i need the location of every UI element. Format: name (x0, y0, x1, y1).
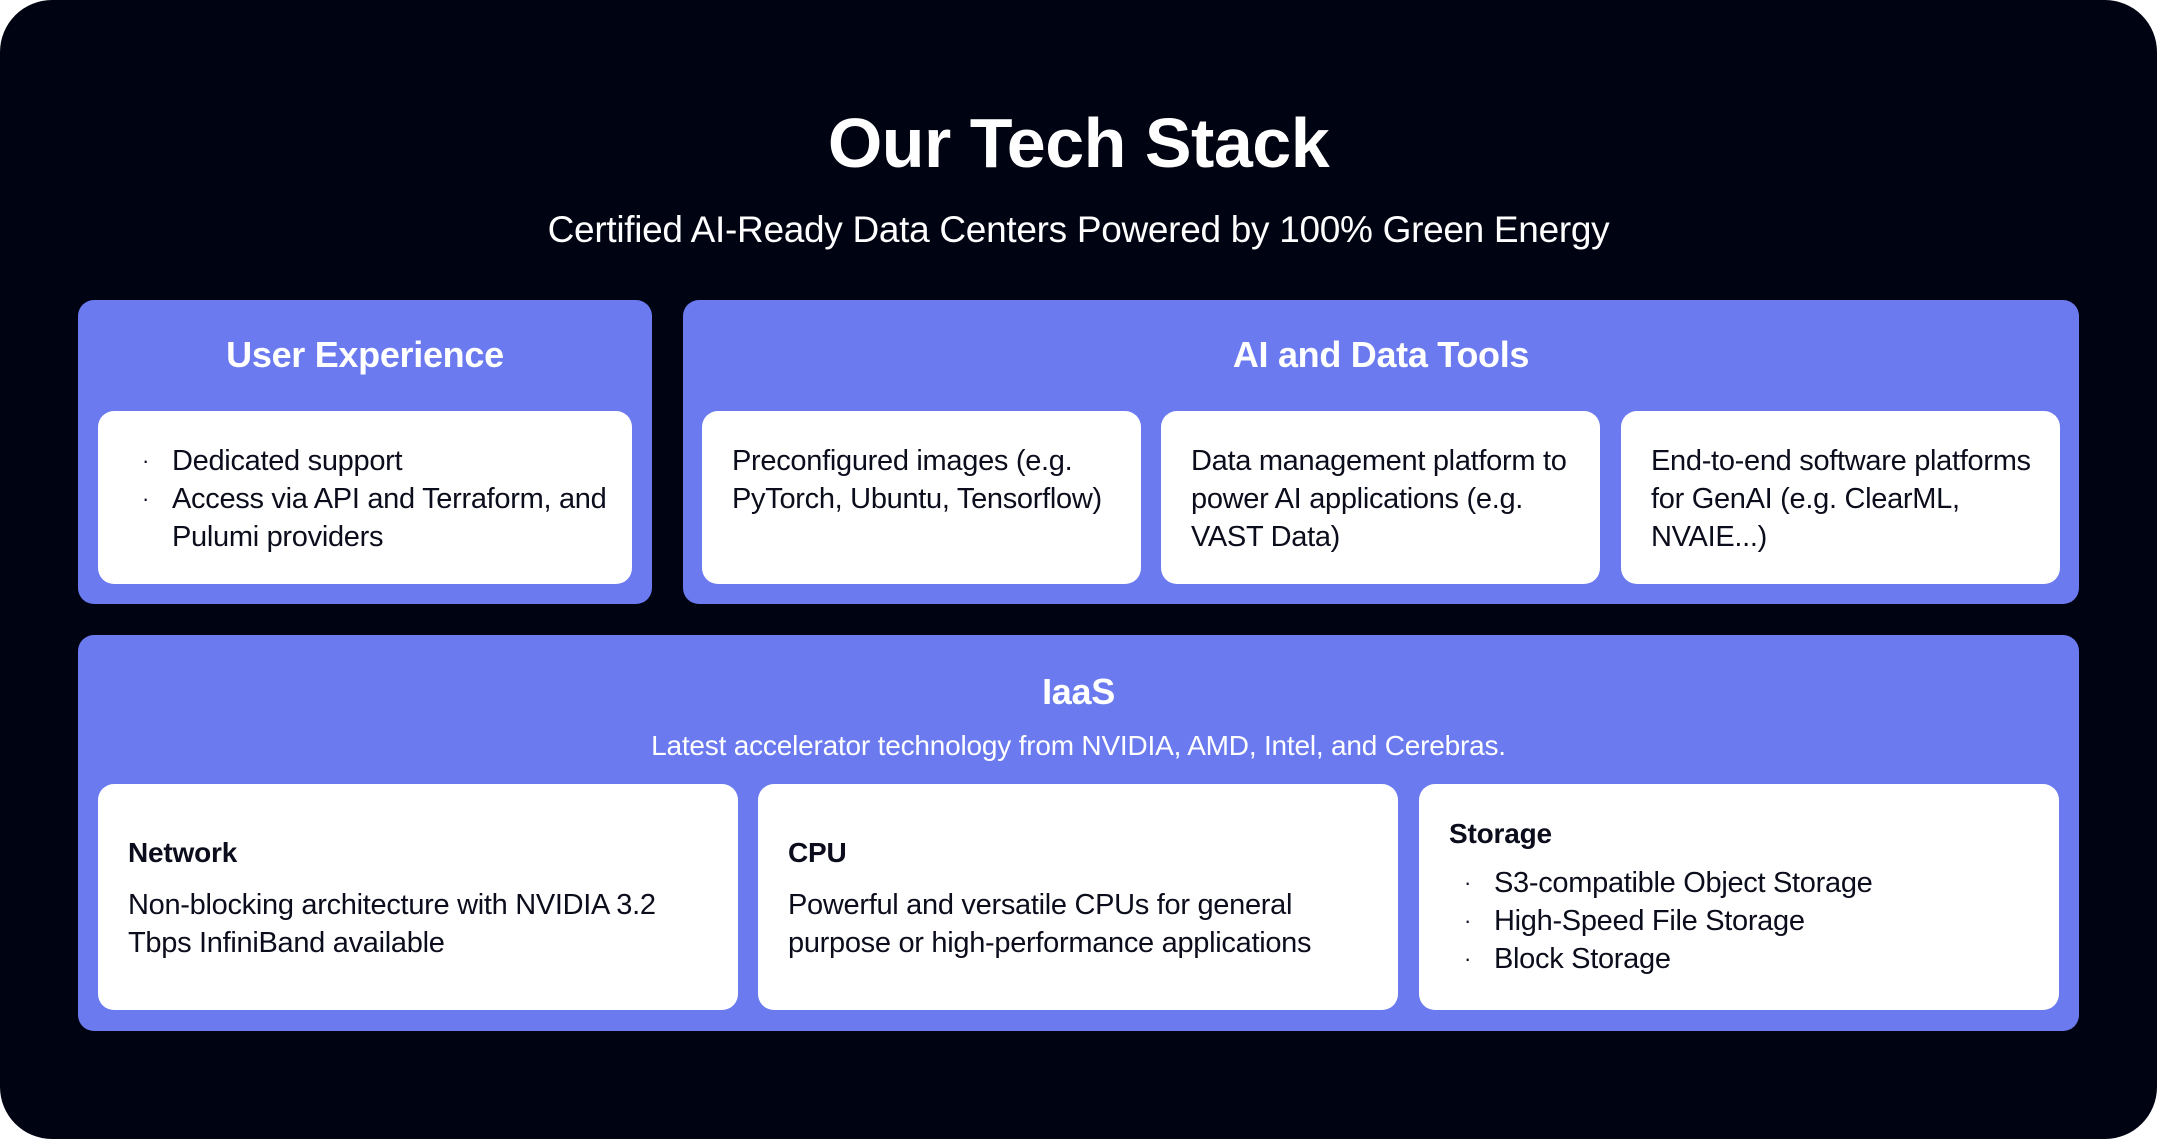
iaas-heading: IaaS (1042, 671, 1115, 712)
bullet-item: · Access via API and Terraform, and Pulu… (142, 480, 612, 556)
bullet-dot-icon: · (1464, 946, 1472, 971)
page-title: Our Tech Stack (827, 104, 1330, 182)
ai-tool-card-text: Preconfigured images (e.g. PyTorch, Ubun… (732, 445, 1102, 515)
user-experience-card: · Dedicated support · Access via API and… (98, 411, 632, 584)
bullet-text: S3-compatible Object Storage (1494, 867, 1873, 899)
bullet-item: · Dedicated support (142, 442, 612, 480)
iaas-card-cpu: CPU Powerful and versatile CPUs for gene… (758, 784, 1398, 1010)
user-experience-bullets: · Dedicated support · Access via API and… (142, 442, 612, 556)
storage-bullets: · S3-compatible Object Storage · High-Sp… (1464, 864, 2039, 978)
ai-tool-card-data-management: Data management platform to power AI app… (1161, 411, 1600, 584)
bullet-text: Access via API and Terraform, and Pulumi… (172, 483, 607, 553)
iaas-card-storage: Storage · S3-compatible Object Storage ·… (1419, 784, 2059, 1010)
bullet-item: · Block Storage (1464, 940, 2039, 978)
iaas-panel: IaaS Latest accelerator technology from … (78, 635, 2079, 1031)
bullet-item: · S3-compatible Object Storage (1464, 864, 2039, 902)
bullet-dot-icon: · (1464, 908, 1472, 933)
user-experience-heading: User Experience (226, 334, 504, 375)
bullet-dot-icon: · (142, 448, 150, 473)
ai-data-tools-panel: AI and Data Tools Preconfigured images (… (683, 300, 2079, 604)
cpu-description: Powerful and versatile CPUs for general … (788, 889, 1312, 959)
bullet-dot-icon: · (1464, 870, 1472, 895)
bullet-text: Block Storage (1494, 943, 1671, 975)
bullet-dot-icon: · (142, 486, 150, 511)
ai-tool-card-images: Preconfigured images (e.g. PyTorch, Ubun… (702, 411, 1141, 584)
page-subtitle: Certified AI-Ready Data Centers Powered … (547, 209, 1610, 250)
iaas-subtitle: Latest accelerator technology from NVIDI… (651, 730, 1506, 761)
network-title: Network (128, 837, 238, 868)
user-experience-panel: User Experience · Dedicated support · Ac… (78, 300, 652, 604)
ai-tool-card-text: End-to-end software platforms for GenAI … (1651, 445, 2031, 553)
bullet-item: · High-Speed File Storage (1464, 902, 2039, 940)
ai-data-tools-heading: AI and Data Tools (1232, 334, 1530, 375)
bullet-text: High-Speed File Storage (1494, 905, 1805, 937)
bullet-text: Dedicated support (172, 445, 403, 477)
cpu-title: CPU (788, 837, 847, 868)
network-description: Non-blocking architecture with NVIDIA 3.… (128, 889, 656, 959)
ai-tool-card-text: Data management platform to power AI app… (1191, 445, 1567, 553)
storage-title: Storage (1449, 818, 1552, 849)
ai-tool-card-genai-platforms: End-to-end software platforms for GenAI … (1621, 411, 2060, 584)
iaas-card-network: Network Non-blocking architecture with N… (98, 784, 738, 1010)
